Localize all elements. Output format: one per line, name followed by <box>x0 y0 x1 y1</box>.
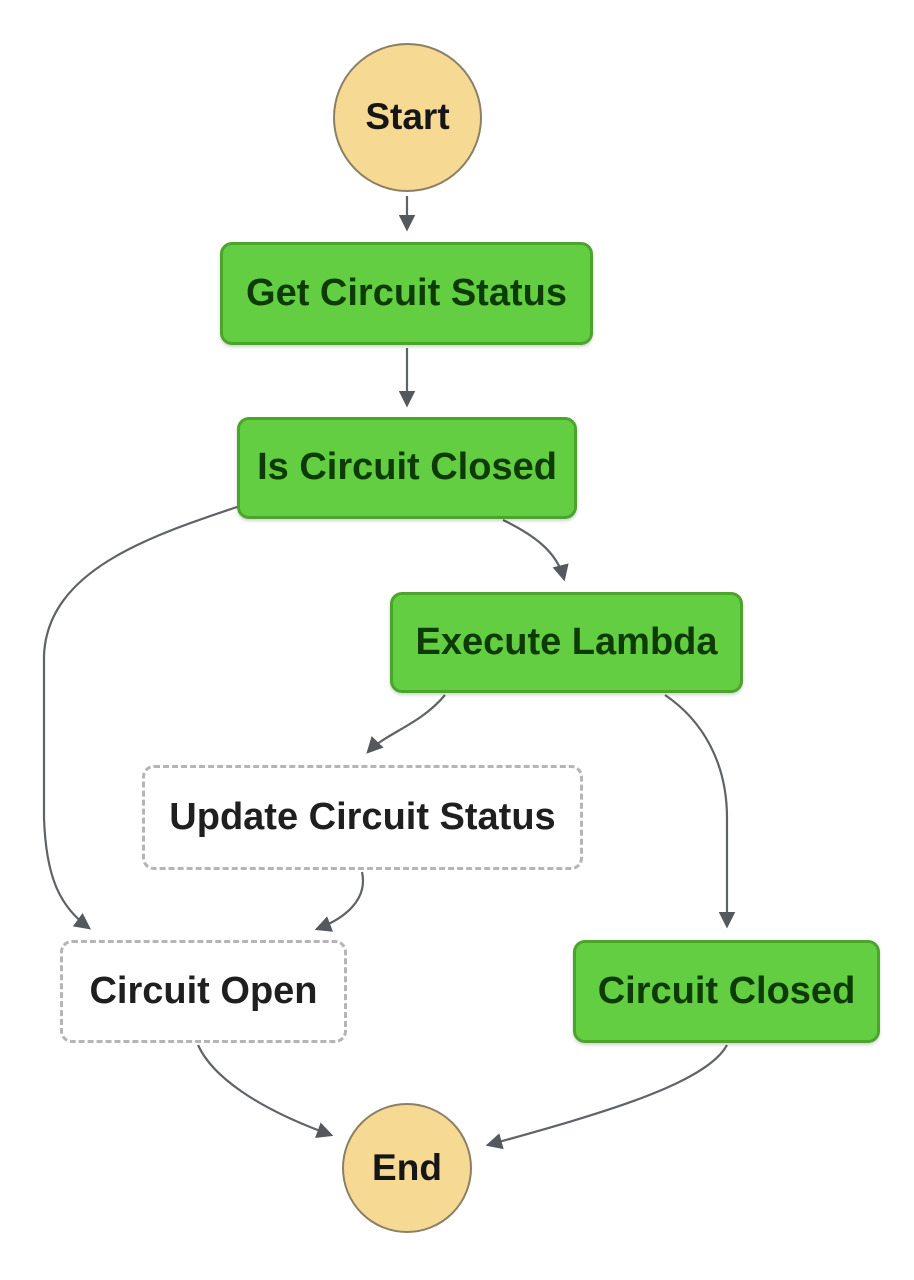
state-get-circuit-status-label: Get Circuit Status <box>246 271 567 314</box>
state-execute-lambda-label: Execute Lambda <box>415 620 718 663</box>
state-start: Start <box>333 43 482 192</box>
edge-is-circuit-closed-to-execute-lambda <box>502 519 569 582</box>
edge-execute-lambda-to-update-circuit-status <box>366 694 446 754</box>
state-is-circuit-closed[interactable]: Is Circuit Closed <box>237 417 577 519</box>
state-end-label: End <box>372 1146 442 1188</box>
state-is-circuit-closed-label: Is Circuit Closed <box>257 446 557 489</box>
state-get-circuit-status[interactable]: Get Circuit Status <box>220 242 593 345</box>
state-circuit-closed[interactable]: Circuit Closed <box>573 940 880 1043</box>
state-end: End <box>342 1103 472 1233</box>
state-circuit-closed-label: Circuit Closed <box>597 969 856 1012</box>
edge-circuit-open-to-end <box>196 1044 334 1139</box>
edge-is-circuit-closed-to-circuit-open <box>42 504 241 930</box>
state-circuit-open[interactable]: Circuit Open <box>60 940 347 1043</box>
state-execute-lambda[interactable]: Execute Lambda <box>390 592 743 693</box>
edge-execute-lambda-to-circuit-closed <box>664 694 736 929</box>
edge-circuit-closed-to-end <box>485 1044 728 1150</box>
state-update-circuit-status[interactable]: Update Circuit Status <box>142 765 583 870</box>
state-update-circuit-status-label: Update Circuit Status <box>169 795 556 838</box>
state-circuit-open-label: Circuit Open <box>89 969 318 1012</box>
edge-update-circuit-status-to-circuit-open <box>314 871 365 932</box>
state-start-label: Start <box>365 96 450 138</box>
